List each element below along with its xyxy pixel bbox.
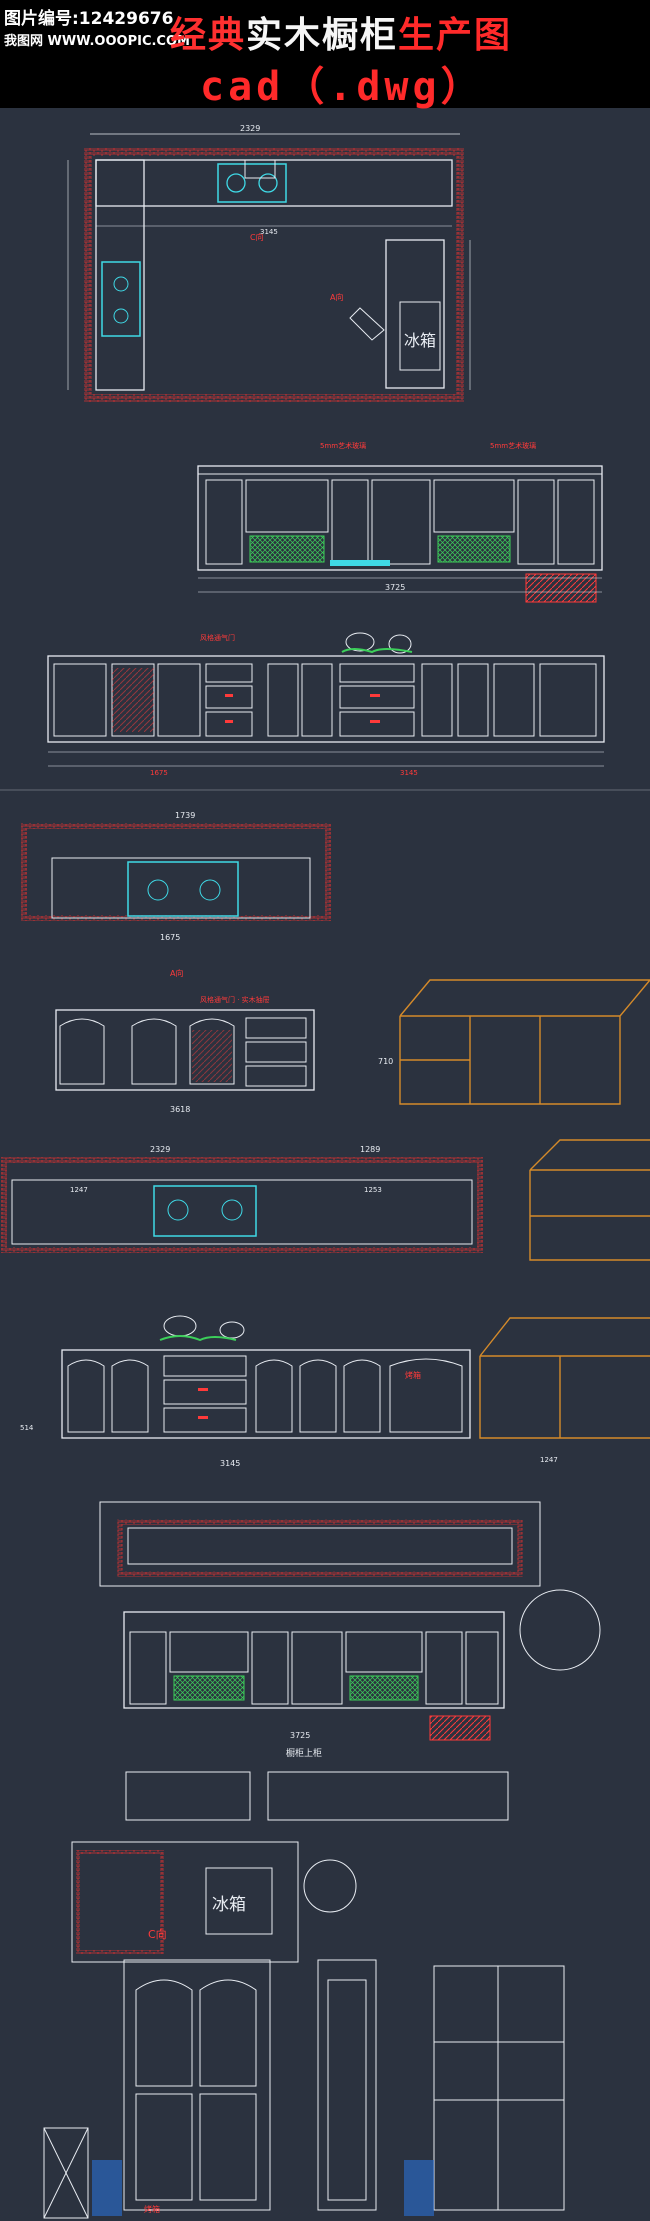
title-line-1: 经典实木橱柜生产图 bbox=[170, 6, 512, 58]
dim-710: 710 bbox=[378, 1057, 393, 1066]
plan-sink: 1739 1675 A向 bbox=[21, 811, 331, 978]
plan-upper bbox=[99, 1501, 541, 1587]
section-small-boxes bbox=[125, 1771, 509, 1821]
svg-text:1675: 1675 bbox=[150, 769, 168, 777]
frame-3d-3 bbox=[479, 1317, 650, 1439]
svg-text:烤箱: 烤箱 bbox=[405, 1370, 421, 1380]
elevation-upper-2: 3725 橱柜上柜 bbox=[123, 1589, 601, 1759]
svg-text:风格通气门: 风格通气门 bbox=[200, 633, 235, 642]
svg-text:2329: 2329 bbox=[240, 124, 260, 133]
fridge-label-big: 冰箱 bbox=[212, 1895, 246, 1915]
elevation-tall bbox=[123, 1959, 565, 2211]
svg-text:1253: 1253 bbox=[364, 1186, 382, 1194]
title-part-2: 实木橱柜 bbox=[246, 15, 399, 56]
svg-text:3145: 3145 bbox=[220, 1459, 240, 1468]
svg-text:3145: 3145 bbox=[260, 228, 278, 236]
oven-label: 烤箱 bbox=[144, 2204, 160, 2214]
svg-text:2329: 2329 bbox=[150, 1145, 170, 1154]
frame-3d-2 bbox=[529, 1139, 650, 1261]
svg-text:3725: 3725 bbox=[290, 1731, 310, 1740]
svg-text:1289: 1289 bbox=[360, 1145, 380, 1154]
plan-2329: 2329 1289 1247 1253 bbox=[1, 1145, 483, 1253]
image-id-label: 图片编号:12429676 bbox=[4, 9, 174, 29]
plan-u-shaped: 冰箱 2329 3145 C向 A向 bbox=[67, 124, 471, 402]
lower-cabinet-title: 橱柜上柜 bbox=[286, 1747, 322, 1759]
svg-text:5mm艺术玻璃: 5mm艺术玻璃 bbox=[320, 441, 366, 450]
elevation-lower-3: 烤箱 3145 514 bbox=[20, 1315, 471, 1468]
svg-text:5mm艺术玻璃: 5mm艺术玻璃 bbox=[490, 441, 536, 450]
svg-text:A向: A向 bbox=[170, 968, 183, 978]
svg-text:风格通气门 · 实木抽屉: 风格通气门 · 实木抽屉 bbox=[200, 995, 270, 1004]
plan-fridge: 冰箱 C向 bbox=[71, 1841, 357, 1963]
title-part-3: 生产图 bbox=[398, 15, 513, 56]
frame-3d-1 bbox=[399, 979, 650, 1105]
svg-text:3725: 3725 bbox=[385, 583, 405, 592]
view-c-label: C向 bbox=[148, 1927, 167, 1941]
svg-text:A向: A向 bbox=[330, 292, 343, 302]
site-label: 我图网 WWW.OOOPIC.COM bbox=[4, 34, 190, 49]
svg-text:3618: 3618 bbox=[170, 1105, 190, 1114]
svg-text:3145: 3145 bbox=[400, 769, 418, 777]
svg-text:1247: 1247 bbox=[540, 1456, 558, 1464]
svg-text:1247: 1247 bbox=[70, 1186, 88, 1194]
elevation-upper-glass: 3725 5mm艺术玻璃 5mm艺术玻璃 bbox=[197, 441, 603, 603]
elevation-lower-1: 风格通气门 1675 3145 bbox=[47, 632, 605, 777]
elevation-lower-2: 风格通气门 · 实木抽屉 3618 bbox=[55, 995, 315, 1114]
fridge-label-plan: 冰箱 bbox=[404, 331, 436, 350]
watermark-header: 图片编号:12429676 我图网 WWW.OOOPIC.COM 经典实木橱柜生… bbox=[0, 0, 650, 110]
title-line-2: cad（.dwg） bbox=[200, 64, 485, 110]
svg-text:1675: 1675 bbox=[160, 933, 180, 942]
title-part-1: 经典 bbox=[170, 15, 247, 56]
svg-text:514: 514 bbox=[20, 1424, 34, 1432]
svg-text:C向: C向 bbox=[250, 232, 264, 242]
svg-text:1739: 1739 bbox=[175, 811, 195, 820]
